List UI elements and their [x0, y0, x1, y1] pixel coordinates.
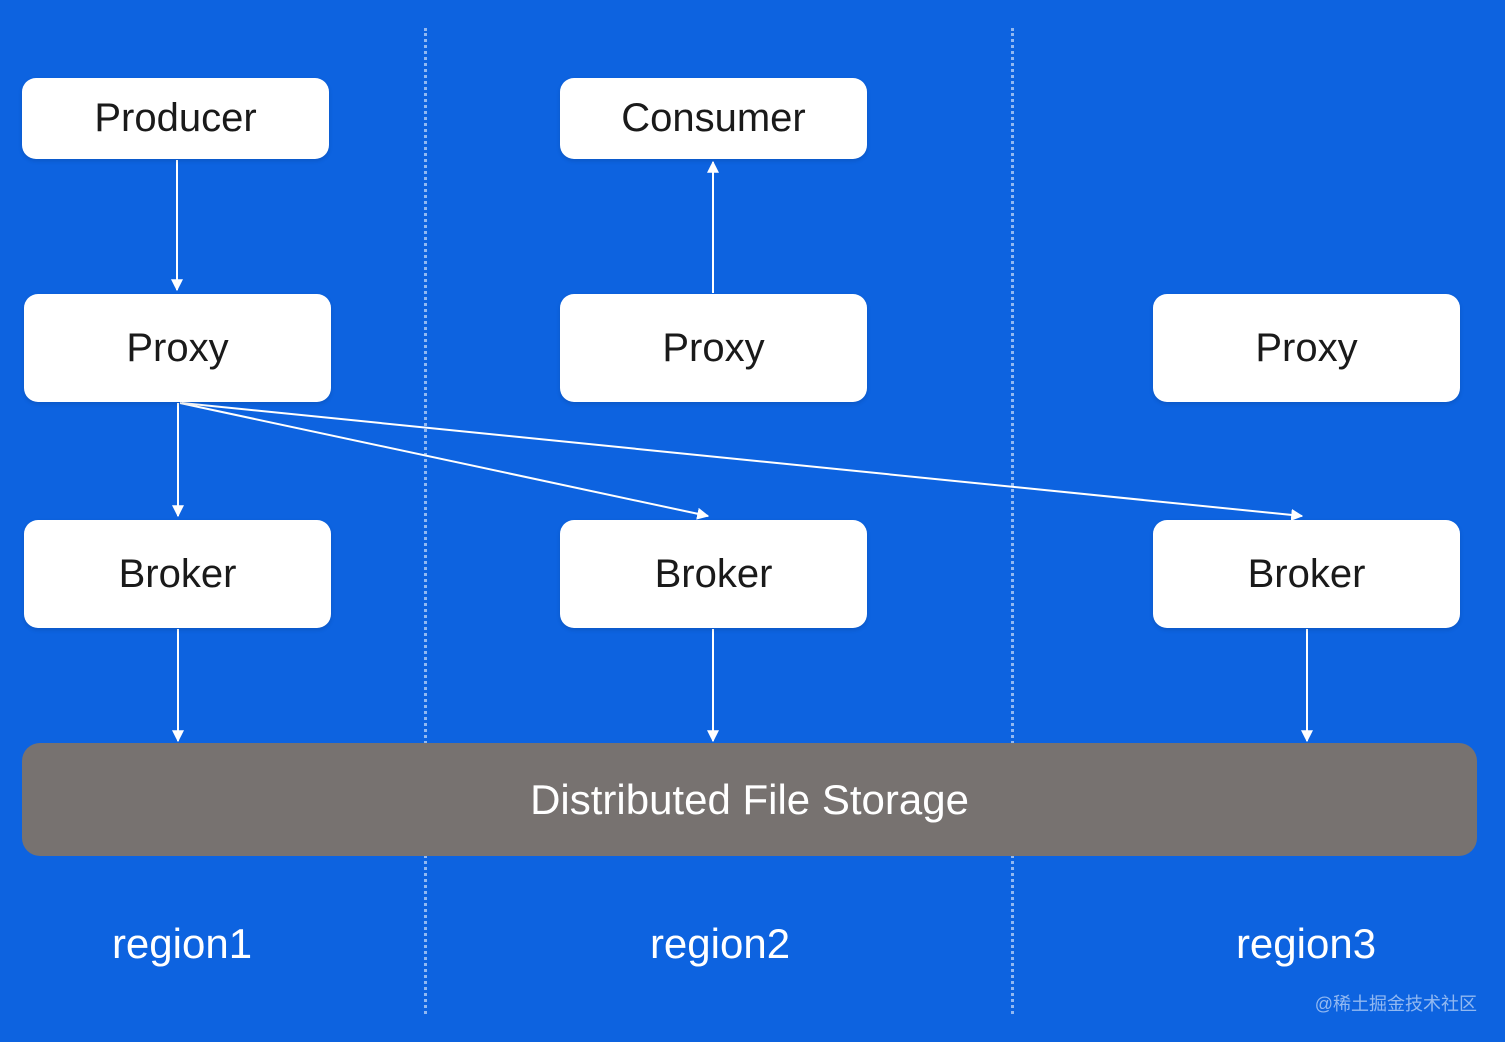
- broker-label: Broker: [1247, 551, 1366, 596]
- proxy-node-region3: Proxy: [1153, 294, 1460, 402]
- region-label-1: region1: [111, 920, 253, 967]
- broker-node-region3: Broker: [1153, 520, 1460, 628]
- distributed-file-storage: Distributed File Storage: [22, 743, 1477, 856]
- consumer-node: Consumer: [560, 78, 867, 159]
- proxy-label: Proxy: [1255, 325, 1358, 370]
- broker-node-region1: Broker: [24, 520, 331, 628]
- producer-node: Producer: [22, 78, 329, 159]
- broker-node-region2: Broker: [560, 520, 867, 628]
- consumer-label: Consumer: [621, 96, 806, 140]
- producer-label: Producer: [94, 96, 257, 140]
- proxy-label: Proxy: [662, 325, 765, 370]
- proxy-node-region2: Proxy: [560, 294, 867, 402]
- proxy-label: Proxy: [126, 325, 229, 370]
- broker-label: Broker: [654, 551, 773, 596]
- proxy-node-region1: Proxy: [24, 294, 331, 402]
- broker-label: Broker: [118, 551, 237, 596]
- arrow-proxy-to-broker-region3: [181, 402, 1304, 521]
- arrow-proxy-to-broker-region2: [179, 402, 710, 520]
- region-label-3: region3: [1235, 920, 1377, 967]
- region-label-2: region2: [649, 920, 791, 967]
- region-divider: [424, 28, 427, 1014]
- storage-label: Distributed File Storage: [530, 775, 969, 823]
- watermark: @稀土掘金技术社区: [1314, 994, 1477, 1014]
- region-divider: [1011, 28, 1014, 1014]
